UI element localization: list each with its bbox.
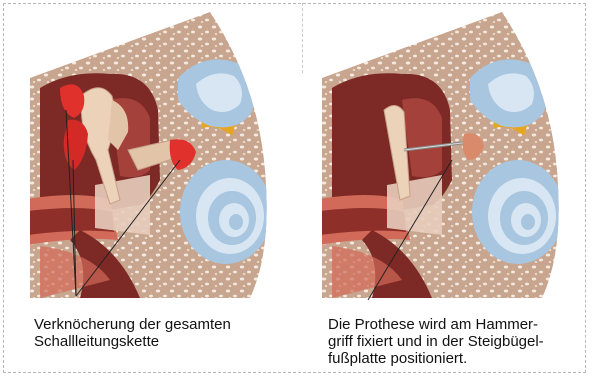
- panel-prosthesis: Die Prothese wird am Hammer- griff fixie…: [292, 0, 592, 378]
- cochlea: [472, 160, 564, 264]
- cochlea: [180, 160, 272, 264]
- panel-ossified: Verknöcherung der gesamten Schallleitung…: [0, 0, 300, 378]
- caption-left: Verknöcherung der gesamten Schallleitung…: [34, 316, 294, 350]
- eardrum: [387, 175, 442, 235]
- caption-right: Die Prothese wird am Hammer- griff fixie…: [328, 316, 558, 367]
